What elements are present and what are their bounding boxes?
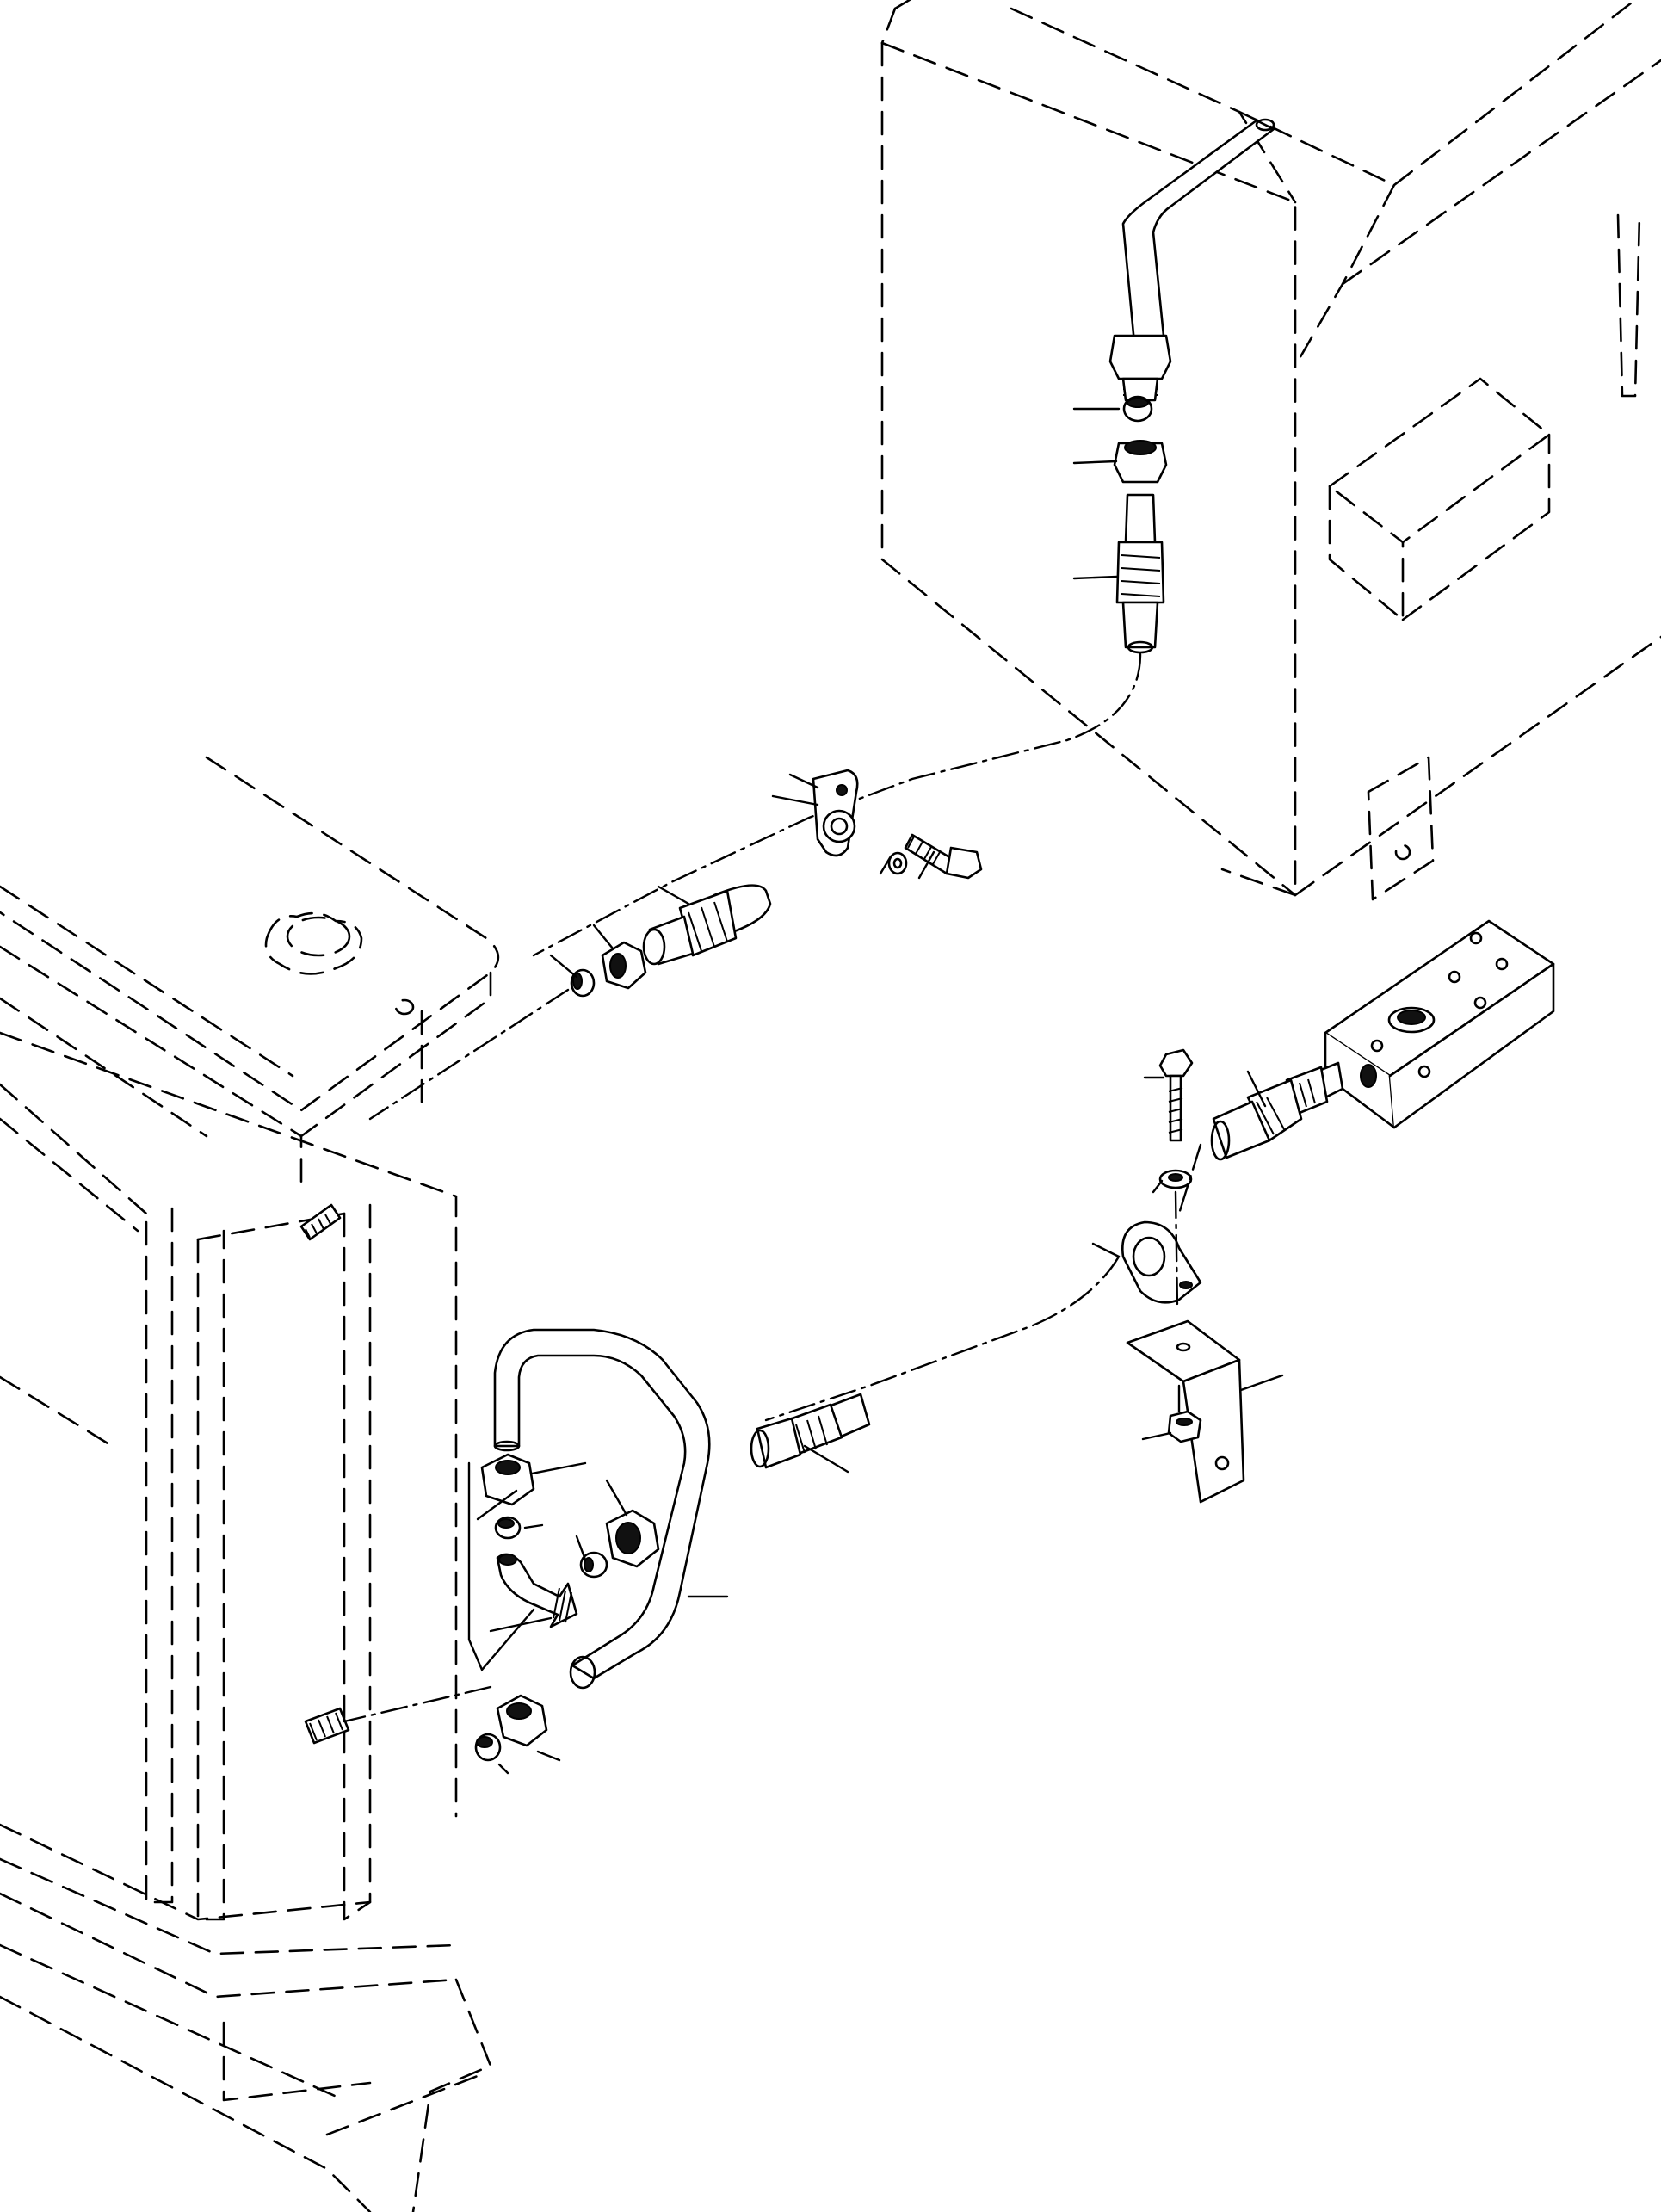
hose-end-upper	[1115, 493, 1165, 654]
hex-nut-upper	[1113, 440, 1168, 484]
hose-end-right	[1210, 1061, 1344, 1161]
support-bracket	[1126, 1319, 1245, 1504]
tank-port-lower	[304, 1707, 350, 1745]
bolt-right	[1158, 1048, 1194, 1142]
hex-nut-lower-1	[480, 1453, 535, 1506]
hose-clamp-right	[1121, 1220, 1202, 1304]
hex-nut-lower-3	[496, 1694, 548, 1747]
nut-bracket	[1167, 1410, 1202, 1443]
hose-centerline-tank-upper	[368, 988, 570, 1121]
filler-cap	[264, 911, 415, 1016]
ball-sleeve-upper	[1122, 395, 1153, 423]
upper-housing-block	[1328, 377, 1551, 621]
upper-tube-assembly	[1121, 118, 1275, 363]
hose-end-lower	[750, 1393, 871, 1469]
washer-upper	[887, 851, 908, 875]
valve-block	[1324, 919, 1555, 1129]
fuel-tank-outline	[0, 756, 500, 1818]
hex-nut-middle	[601, 941, 647, 990]
hex-nut-lower-2	[605, 1509, 660, 1568]
hose-clamp-upper	[812, 769, 859, 857]
ball-sleeve-middle	[570, 968, 596, 998]
upper-housing-outline	[880, 0, 1661, 897]
tank-port-upper	[299, 1203, 342, 1241]
bent-tube-loop	[493, 1328, 711, 1690]
bolt-upper	[904, 833, 983, 880]
hex-union-fitting	[1108, 334, 1172, 402]
leader-lines	[476, 407, 1284, 1775]
ball-sleeve-lower-1	[494, 1516, 522, 1540]
hose-centerline-tank-lower	[343, 1685, 492, 1723]
hose-centerline-right	[764, 1143, 1202, 1422]
ball-sleeve-lower-3	[474, 1733, 502, 1762]
tank-frame-lower	[0, 1083, 492, 2212]
washer-right	[1158, 1169, 1193, 1189]
hose-end-middle	[642, 884, 772, 966]
bolt-axis-right	[1174, 1190, 1181, 1413]
elbow-fitting	[496, 1553, 578, 1628]
hose-centerline-upper	[532, 652, 1142, 957]
group-bracket-line	[467, 1461, 535, 1672]
mounting-plate-upper	[1367, 756, 1435, 901]
ball-sleeve-lower-2	[579, 1551, 608, 1579]
